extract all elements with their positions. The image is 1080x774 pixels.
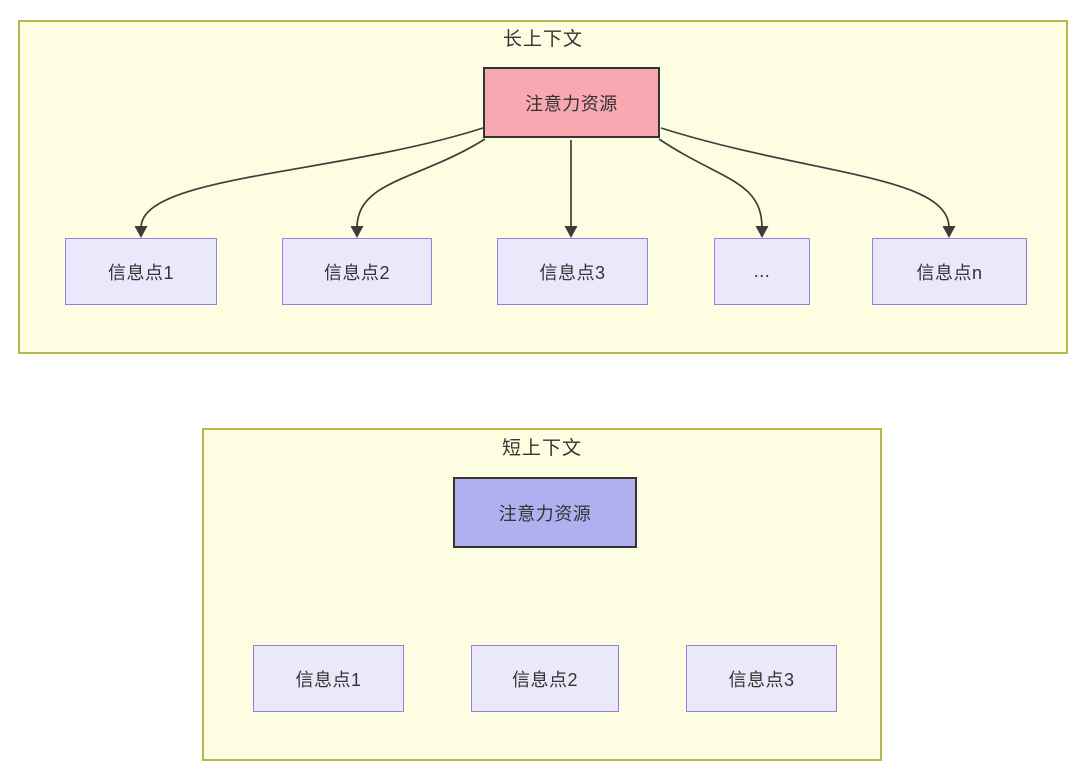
short-info-node-3: 信息点3 bbox=[686, 645, 837, 712]
group-long-context-title: 长上下文 bbox=[502, 29, 583, 50]
long-info-node-2: 信息点2 bbox=[282, 238, 432, 305]
long-info-node-3: 信息点3 bbox=[497, 238, 648, 305]
short-info-node-1: 信息点1 bbox=[253, 645, 404, 712]
long-attention-resource-node: 注意力资源 bbox=[483, 67, 660, 138]
long-info-node-n: 信息点n bbox=[872, 238, 1027, 305]
group-short-context-title: 短上下文 bbox=[501, 438, 582, 459]
short-attention-resource-node: 注意力资源 bbox=[453, 477, 637, 548]
long-info-node-1: 信息点1 bbox=[65, 238, 217, 305]
long-info-node-dots: ... bbox=[714, 238, 810, 305]
short-info-node-2: 信息点2 bbox=[471, 645, 619, 712]
